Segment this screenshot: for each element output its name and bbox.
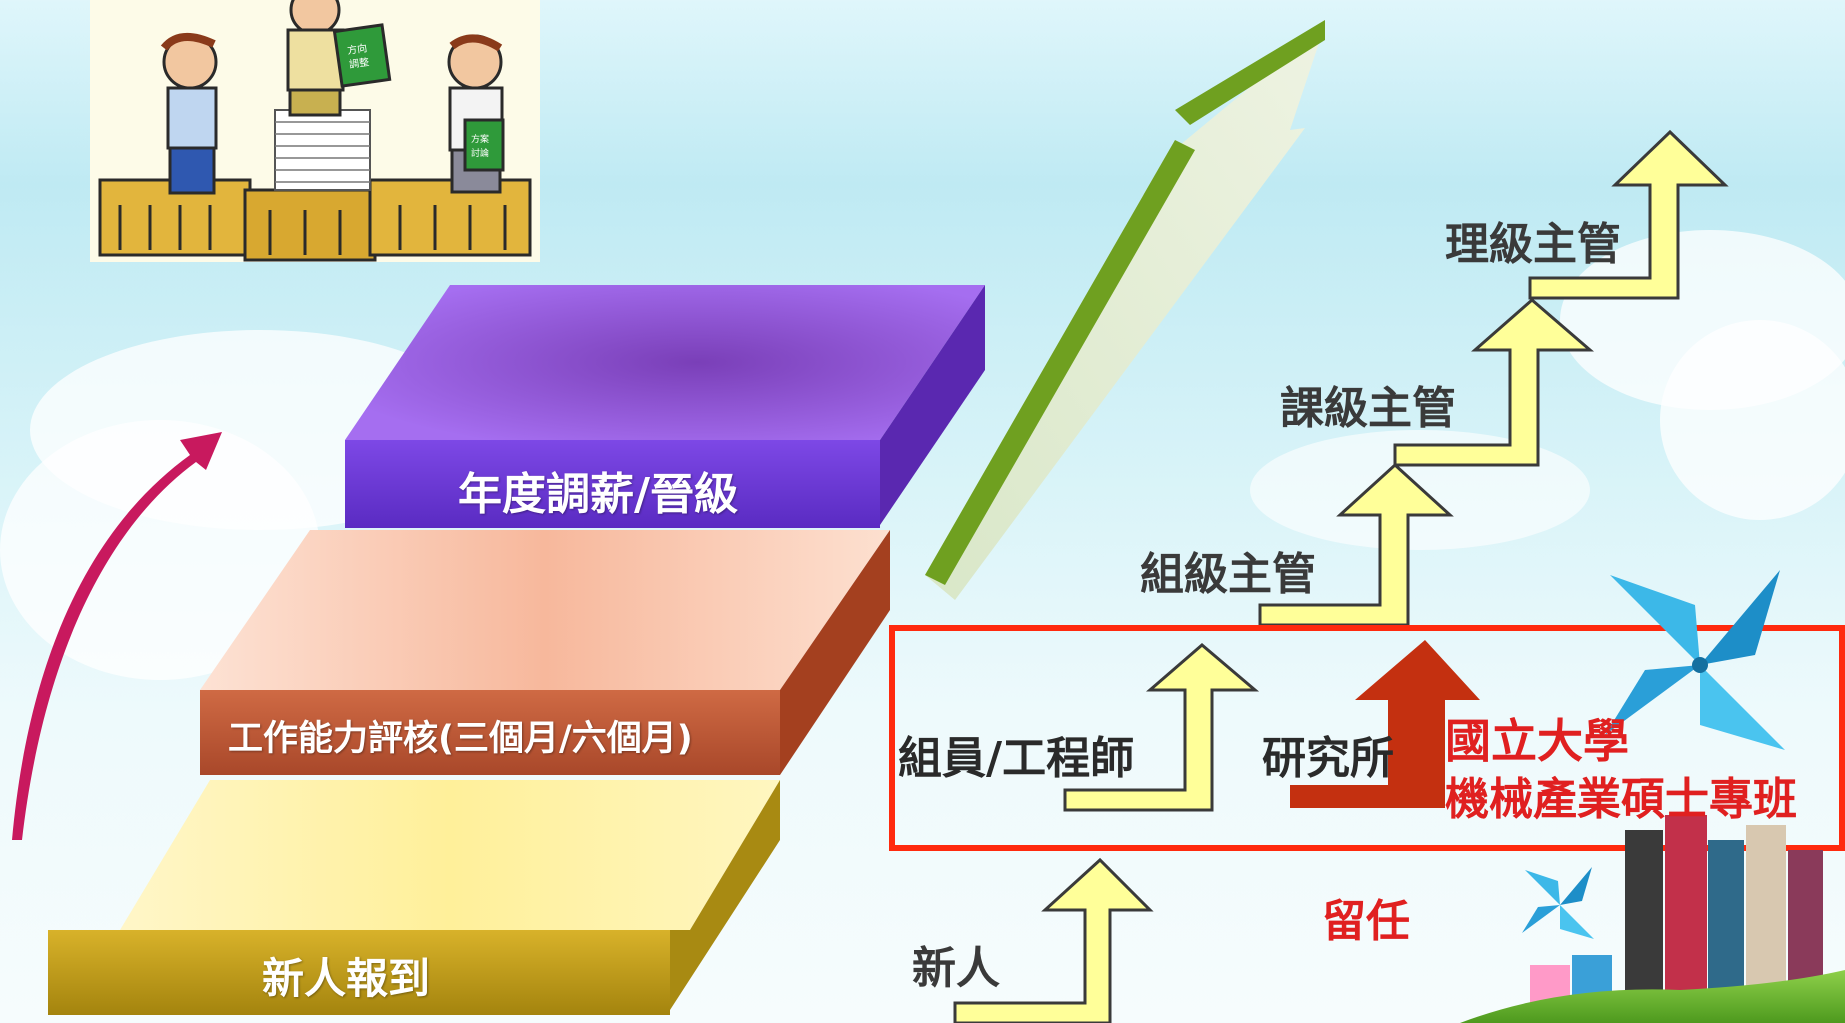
graduate-school-label: 研究所 [1262, 733, 1394, 784]
step3-top [345, 285, 985, 440]
step2-front [200, 690, 780, 775]
svg-text:方案: 方案 [471, 133, 489, 145]
newcomer-label: 新人 [912, 943, 1000, 994]
red-up-arrow [1290, 640, 1480, 808]
member-engineer-label: 組員/工程師 [898, 733, 1135, 784]
university-label-line2: 機械產業碩士專班 [1445, 774, 1797, 825]
svg-text:方向: 方向 [346, 41, 368, 57]
step1-label: 新人報到 [262, 954, 431, 1003]
grass-ground [1460, 970, 1845, 1023]
step3-front [345, 440, 880, 528]
team-lead-label: 組級主管 [1140, 549, 1316, 600]
step1-side [670, 780, 780, 1010]
pinwheel-large-icon [1605, 570, 1785, 750]
manager-label: 理級主管 [1445, 219, 1621, 270]
office-cartoon-illustration: 方向 調整 方案 討論 [90, 0, 540, 262]
step2-label: 工作能力評核(三個月/六個月) [228, 719, 693, 759]
retain-label: 留任 [1322, 896, 1410, 947]
highlight-box [889, 625, 1845, 851]
svg-text:調整: 調整 [348, 55, 370, 71]
curved-growth-arrow [12, 432, 222, 840]
university-label-line1: 國立大學 [1445, 714, 1629, 768]
step3-label: 年度調薪/晉級 [458, 469, 739, 520]
step3-side [880, 285, 985, 525]
step1-top [120, 780, 780, 930]
svg-text:討論: 討論 [471, 147, 489, 159]
step1-front [48, 930, 670, 1015]
green-diagonal-arrow [925, 25, 1325, 600]
step2-top [200, 530, 890, 690]
section-head-label: 課級主管 [1280, 383, 1456, 434]
pinwheel-small-icon [1522, 867, 1594, 939]
step2-side [780, 530, 890, 775]
yellow-career-arrows [953, 129, 1729, 1023]
